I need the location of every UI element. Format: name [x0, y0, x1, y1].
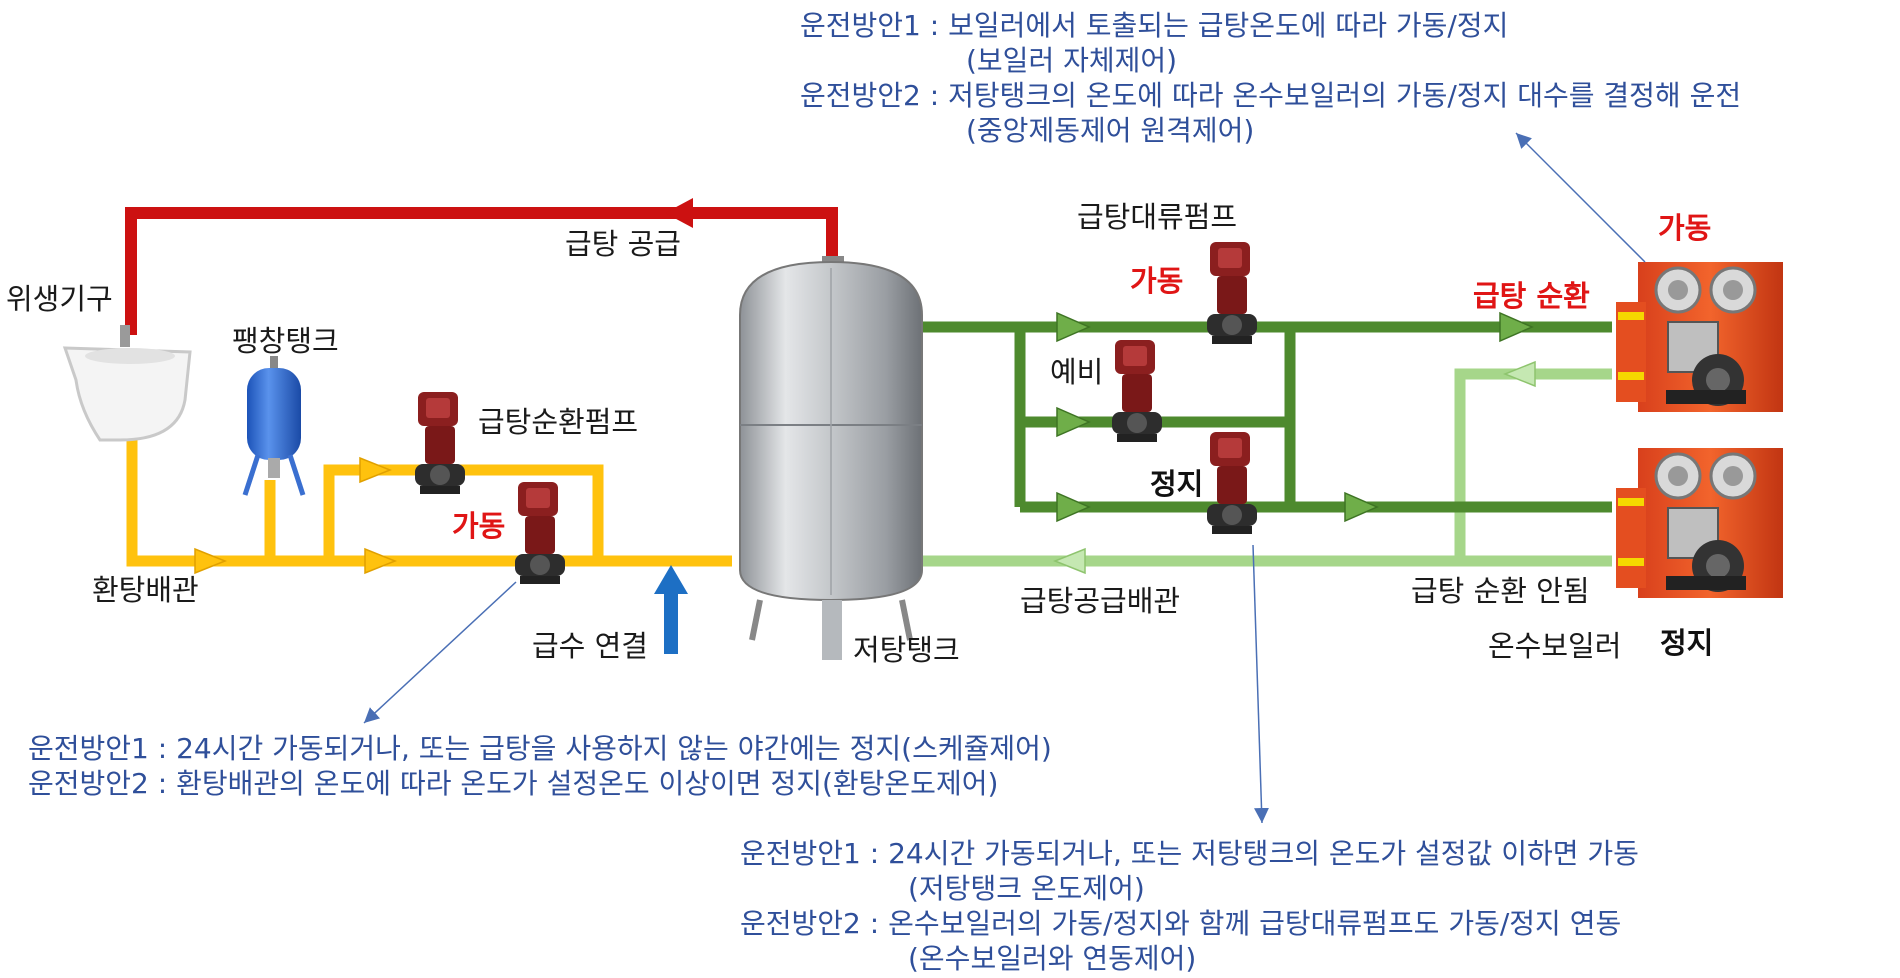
fixture-label: 위생기구: [6, 282, 113, 316]
recirc-note-2: 운전방안2 : 환탕배관의 온도에 따라 온도가 설정온도 이상이면 정지(환탕…: [28, 767, 999, 800]
boiler-bottom-status: 정지: [1660, 626, 1714, 660]
pump3-status: 정지: [1150, 467, 1204, 501]
convection-pump-3-icon: [1207, 432, 1257, 534]
convection-pump-1-icon: [1207, 242, 1257, 344]
pump1-status: 가동: [1130, 264, 1184, 298]
water-supply-label: 급수 연결: [532, 629, 648, 663]
recirc-pump-standby-icon: [415, 392, 465, 494]
hot-supply-pipe: [125, 198, 838, 335]
storage-tank-icon: [739, 256, 923, 660]
convection-note-1-sub: (저탕탱크 온도제어): [908, 872, 1145, 905]
boiler-note-2: 운전방안2 : 저탕탱크의 온도에 따라 온수보일러의 가동/정지 대수를 결정…: [800, 79, 1742, 112]
dark-pipe-arrows: [1056, 311, 1534, 523]
circulation-on-label: 급탕 순환: [1473, 279, 1590, 313]
expansion-tank-label: 팽창탱크: [232, 324, 339, 358]
boiler-note-2-sub: (중앙제동제어 원격제어): [966, 114, 1255, 147]
cold-water-inlet: [654, 565, 688, 654]
boiler-note-1-sub: (보일러 자체제어): [966, 44, 1178, 77]
note-leaders: [363, 132, 1646, 824]
convection-pump-label: 급탕대류펌프: [1077, 200, 1238, 234]
return-pipe-arrows: [194, 456, 398, 575]
sink-icon: [62, 325, 192, 442]
circulation-off-label: 급탕 순환 안됨: [1411, 574, 1590, 608]
recirc-pump-label: 급탕순환펌프: [478, 405, 639, 439]
convection-pump-2-icon: [1112, 340, 1162, 442]
hot-supply-label: 급탕 공급: [565, 227, 681, 261]
boiler-note-1: 운전방안1 : 보일러에서 토출되는 급탕온도에 따라 가동/정지: [800, 9, 1509, 42]
storage-tank-label: 저탕탱크: [853, 633, 960, 667]
supply-pipe-light: [922, 368, 1612, 567]
recirc-pump-status: 가동: [452, 509, 506, 543]
pump2-status: 예비: [1050, 355, 1104, 389]
recirc-pump-running-icon: [515, 482, 565, 584]
boiler-top-status: 가동: [1658, 211, 1712, 245]
boiler-bottom-icon: [1614, 446, 1785, 600]
expansion-tank-icon: [242, 356, 306, 496]
return-pipe-label: 환탕배관: [92, 573, 199, 607]
convection-note-1: 운전방안1 : 24시간 가동되거나, 또는 저탕탱크의 온도가 설정값 이하면…: [740, 837, 1639, 870]
convection-note-2: 운전방안2 : 온수보일러의 가동/정지와 함께 급탕대류펌프도 가동/정지 연…: [740, 907, 1622, 940]
convection-note-2-sub: (온수보일러와 연동제어): [908, 942, 1197, 975]
recirc-note-1: 운전방안1 : 24시간 가동되거나, 또는 급탕을 사용하지 않는 야간에는 …: [28, 732, 1052, 765]
supply-pipe-label: 급탕공급배관: [1020, 584, 1181, 618]
boiler-top-icon: [1614, 260, 1785, 414]
boiler-label: 온수보일러: [1488, 629, 1622, 663]
light-pipe-arrows: [1052, 360, 1536, 575]
boiler-loop-dark: [922, 321, 1612, 513]
